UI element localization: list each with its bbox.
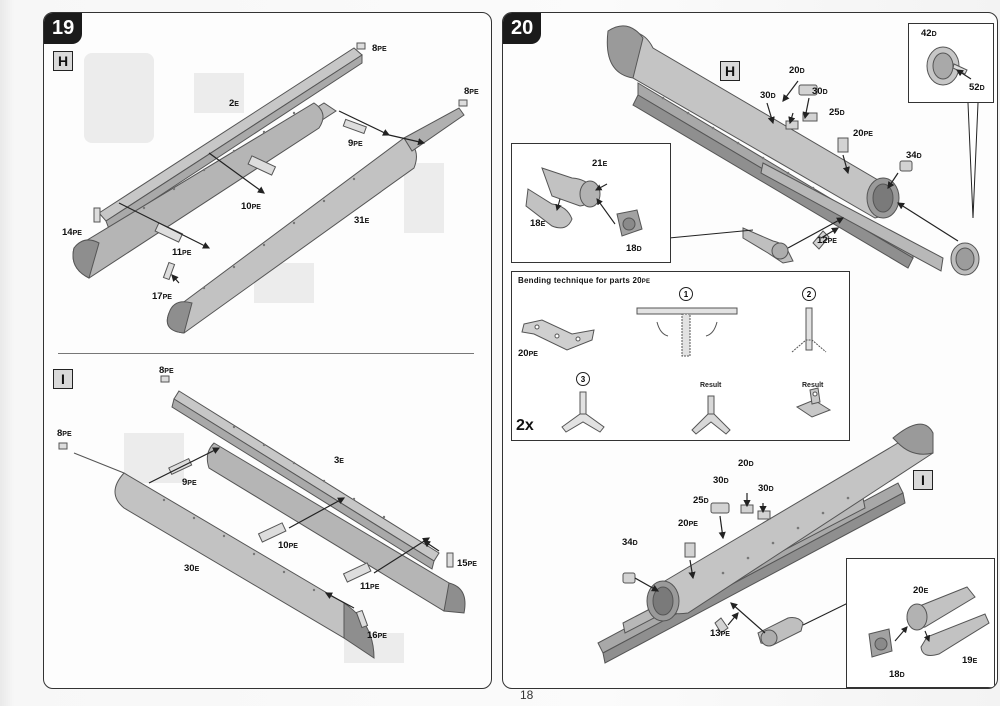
sub-step-i-badge: I (53, 369, 73, 389)
label-21e: 21E (592, 158, 608, 169)
bend-part-label: 20PE (518, 348, 538, 359)
bend-result-2: Result (802, 382, 824, 389)
label-9pe-i: 9PE (182, 477, 197, 488)
bend-step-3: 3 (576, 372, 590, 386)
label-42d: 42D (921, 28, 937, 39)
step-19-number: 19 (44, 13, 83, 44)
bend-step-2: 2 (802, 287, 816, 301)
label-10pe-h: 10PE (241, 201, 261, 212)
label-14pe: 14PE (62, 227, 82, 238)
label-11pe-i: 11PE (360, 581, 380, 592)
i-tube-30e (73, 452, 375, 659)
sub-step-h-badge: H (720, 61, 740, 81)
label-20d-h: 20D (789, 65, 805, 76)
label-52d: 52D (969, 82, 985, 93)
sub-step-h-badge: H (53, 51, 73, 71)
step-20-panel: 20 H I (502, 12, 998, 689)
label-8pe-h-top: 8PE (372, 43, 387, 54)
label-17pe: 17PE (152, 291, 172, 302)
label-18d-i: 18D (889, 669, 905, 680)
label-12pe: 12PE (817, 235, 837, 246)
label-18d: 18D (626, 243, 642, 254)
label-2e: 2E (229, 98, 239, 109)
label-25d-h: 25D (829, 107, 845, 118)
step-19-assembly-drawing (58, 42, 468, 663)
label-20d-i: 20D (738, 458, 754, 469)
label-9pe-h: 9PE (348, 138, 363, 149)
label-34d-h: 34D (906, 150, 922, 161)
step-20-number: 20 (503, 13, 542, 44)
label-20e: 20E (913, 585, 929, 596)
label-25d-i: 25D (693, 495, 709, 506)
label-30d-i-right: 30D (758, 483, 774, 494)
h-tube-half (72, 102, 324, 279)
label-8pe-h-right: 8PE (464, 86, 479, 97)
label-30d-h-left: 30D (760, 90, 776, 101)
label-19e: 19E (962, 655, 978, 666)
bending-title: Bending technique for parts 20PE (518, 276, 651, 285)
bend-result-1: Result (700, 382, 722, 389)
inset-h-motor: 21E 18E 18D (511, 143, 671, 263)
page-number: 18 (520, 688, 534, 702)
inset-periscope-lens: 42D 52D (908, 23, 994, 103)
label-20pe-i: 20PE (678, 518, 698, 529)
label-3e: 3E (334, 455, 344, 466)
label-18e: 18E (530, 218, 546, 229)
label-30d-i-left: 30D (713, 475, 729, 486)
label-34d-i: 34D (622, 537, 638, 548)
label-31e: 31E (354, 215, 370, 226)
label-11pe-h: 11PE (172, 247, 192, 258)
step-20-assembly-drawing (597, 25, 980, 664)
sub-step-divider (58, 353, 474, 354)
label-20pe-h: 20PE (853, 128, 873, 139)
label-15pe: 15PE (457, 558, 477, 569)
label-30e: 30E (184, 563, 200, 574)
label-10pe-i: 10PE (278, 540, 298, 551)
label-8pe-i-top: 8PE (159, 365, 174, 376)
label-30d-h-right: 30D (812, 86, 828, 97)
bend-quantity: 2x (516, 417, 534, 434)
bend-step-1: 1 (679, 287, 693, 301)
inset-i-motor: 20E 19E 18D (846, 558, 995, 688)
sub-step-i-badge: I (913, 470, 933, 490)
step-19-panel: 19 H I (43, 12, 492, 689)
h-frame-rail (632, 82, 944, 272)
i-rail-3e (171, 390, 440, 570)
bending-technique-inset: Bending technique for parts 20PE (511, 271, 850, 441)
label-13pe: 13PE (710, 628, 730, 639)
i-tube-half (206, 442, 466, 614)
label-16pe: 16PE (367, 630, 387, 641)
label-8pe-i-left: 8PE (57, 428, 72, 439)
